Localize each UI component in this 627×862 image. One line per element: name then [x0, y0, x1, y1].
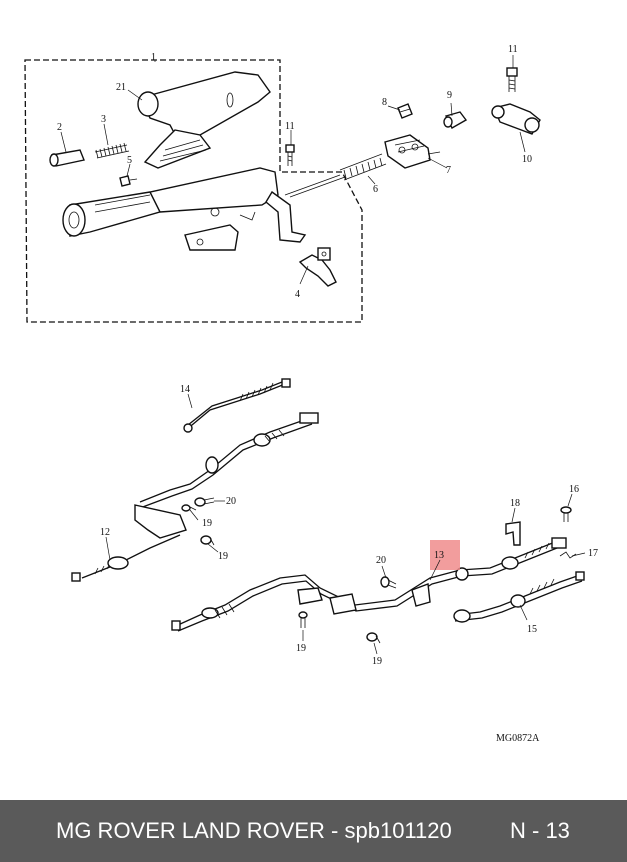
clip-part-8	[397, 103, 413, 119]
callout-19-c: 19	[296, 643, 306, 654]
callout-13: 13	[434, 550, 444, 561]
clip-part-18	[505, 521, 521, 546]
cable-part-14	[183, 378, 291, 433]
callout-19-a: 19	[202, 518, 212, 529]
callout-18: 18	[510, 498, 520, 509]
bolt-part-20-lower	[380, 576, 397, 589]
lever-assembly-group	[24, 59, 387, 323]
parking-brake-exploded-diagram: 1 21 2 3 5 11 6 4 8 9 7 10 11 14 20 19 1…	[24, 44, 598, 744]
callout-9: 9	[447, 90, 452, 101]
assembly-dashed-boundary	[24, 59, 363, 323]
cable-part-13	[171, 537, 567, 632]
bolt-part-19-a	[181, 504, 197, 512]
bolt-part-16	[560, 506, 572, 522]
pin-part-2	[49, 149, 85, 167]
callout-10: 10	[522, 154, 532, 165]
bolt-part-11-lower	[285, 144, 295, 166]
callout-8: 8	[382, 97, 387, 108]
callout-12: 12	[100, 527, 110, 538]
callout-15: 15	[527, 624, 537, 635]
bolt-part-19-b	[200, 535, 215, 546]
bolt-part-19-c	[298, 611, 308, 628]
callout-19-d: 19	[372, 656, 382, 667]
threaded-rod-part-6	[284, 153, 387, 198]
callout-17: 17	[588, 548, 598, 559]
callout-11-upper: 11	[508, 44, 518, 55]
lever-body	[62, 167, 307, 251]
callout-1: 1	[151, 52, 156, 63]
clip-part-17	[559, 551, 577, 559]
callout-2: 2	[57, 122, 62, 133]
callout-5: 5	[127, 155, 132, 166]
handle-cover-part-21	[137, 71, 271, 169]
diagram-code: MG0872A	[496, 733, 540, 744]
callout-7: 7	[446, 165, 451, 176]
adjuster-part-7	[384, 134, 441, 169]
callout-14: 14	[180, 384, 190, 395]
bolt-part-20-upper	[194, 497, 215, 507]
footer-reference: N - 13	[510, 818, 570, 843]
bolt-part-11-upper	[506, 67, 518, 92]
bolt-part-19-d	[366, 632, 381, 644]
callout-21: 21	[116, 82, 126, 93]
spring-part-3	[94, 142, 130, 159]
clamp-part-10	[491, 103, 541, 135]
callout-11-lower: 11	[285, 121, 295, 132]
bracket-part-4	[298, 247, 337, 287]
callout-16: 16	[569, 484, 579, 495]
callout-20-upper: 20	[226, 496, 236, 507]
callout-labels: 1 21 2 3 5 11 6 4 8 9 7 10 11 14 20 19 1…	[57, 44, 598, 744]
callout-leaders	[60, 55, 586, 655]
part-13-highlight	[430, 540, 460, 570]
screw-part-5	[119, 175, 138, 187]
callout-6: 6	[373, 184, 378, 195]
callout-19-b: 19	[218, 551, 228, 562]
footer-title: MG ROVER LAND ROVER - spb101120	[56, 818, 452, 843]
callout-20-lower: 20	[376, 555, 386, 566]
cable-part-15	[453, 571, 585, 623]
nut-part-9	[443, 111, 468, 129]
footer-bar: MG ROVER LAND ROVER - spb101120 N - 13	[0, 800, 627, 862]
callout-3: 3	[101, 114, 106, 125]
cable-part-12	[71, 412, 319, 582]
callout-4: 4	[295, 289, 300, 300]
